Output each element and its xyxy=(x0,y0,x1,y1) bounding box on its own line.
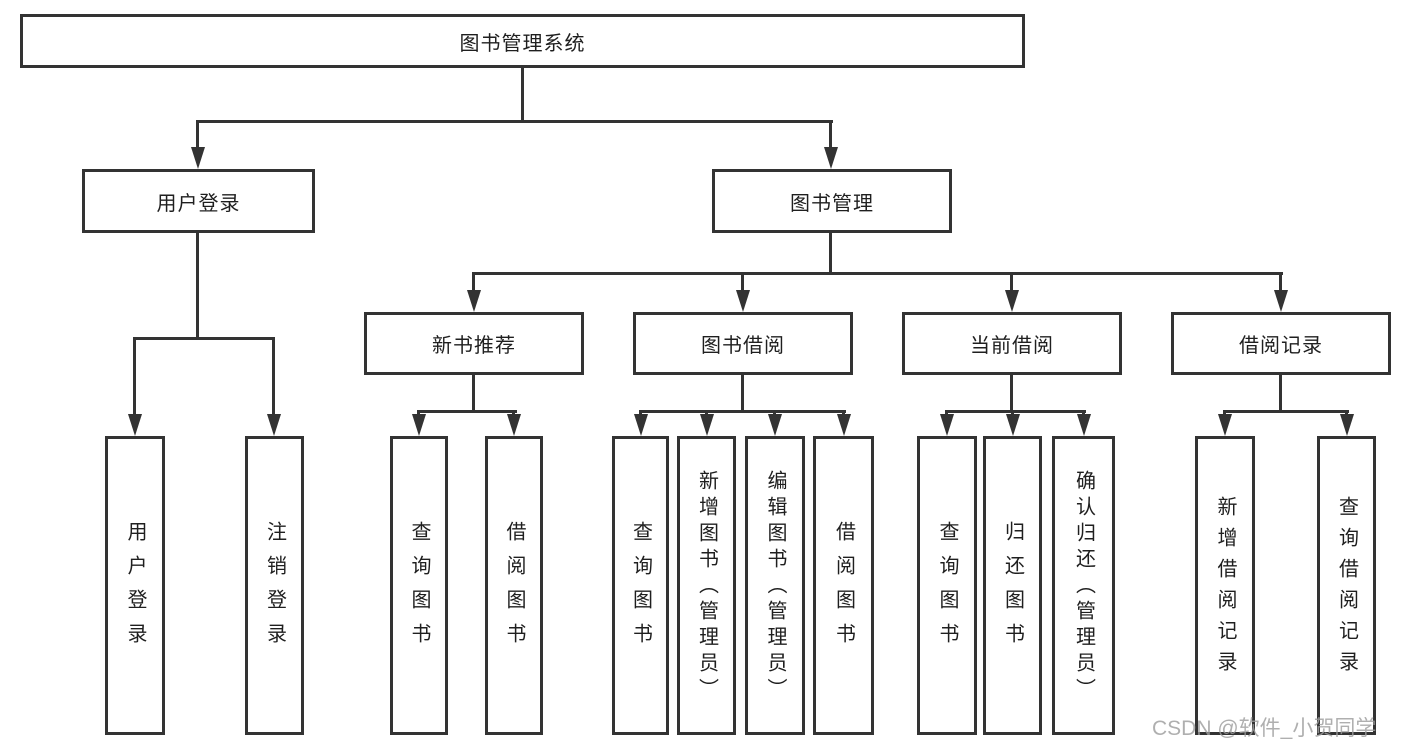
connector-drop-leaf xyxy=(1345,410,1348,416)
connector-drop-level3 xyxy=(1010,272,1013,290)
arrow-down-icon xyxy=(736,290,750,312)
arrow-down-icon xyxy=(634,414,648,436)
connector-newbooks-stem xyxy=(472,375,475,410)
leaf-edit-books-admin: 编辑图书（管理员） xyxy=(745,436,805,735)
arrow-down-icon xyxy=(1218,414,1232,436)
leaf-label: 用户登录 xyxy=(124,521,146,657)
connector-drop-leaf xyxy=(272,337,275,414)
node-book-management: 图书管理 xyxy=(712,169,952,233)
leaf-label: 注销登录 xyxy=(263,521,286,657)
leaf-add-borrow-record: 新增借阅记录 xyxy=(1195,436,1255,735)
connector-drop-leaf xyxy=(705,410,708,416)
node-current-borrow: 当前借阅 xyxy=(902,312,1122,375)
leaf-query-books-borrow: 查询图书 xyxy=(612,436,669,735)
arrow-down-icon xyxy=(1077,414,1091,436)
node-root-label: 图书管理系统 xyxy=(459,32,586,55)
connector-drop-leaf xyxy=(1011,410,1014,416)
arrow-down-icon xyxy=(768,414,782,436)
arrow-down-icon xyxy=(837,414,851,436)
leaf-borrow-books-recommend: 借阅图书 xyxy=(485,436,543,735)
node-current-borrow-label: 当前借阅 xyxy=(970,335,1054,357)
connector-borrowrecords-stem xyxy=(1279,375,1282,410)
arrow-down-icon xyxy=(700,414,714,436)
leaf-query-books-current: 查询图书 xyxy=(917,436,977,735)
node-new-book-recommend: 新书推荐 xyxy=(364,312,584,375)
leaf-add-books-admin: 新增图书（管理员） xyxy=(677,436,736,735)
arrow-down-icon xyxy=(128,414,142,436)
connector-bookborrow-stem xyxy=(741,375,744,410)
leaf-label: 查询图书 xyxy=(408,521,430,657)
leaf-confirm-return-admin: 确认归还（管理员） xyxy=(1052,436,1115,735)
arrow-down-icon xyxy=(467,290,481,312)
connector-borrowrecords-bar xyxy=(1223,410,1349,413)
connector-drop-leaf xyxy=(945,410,948,416)
connector-bookborrow-bar xyxy=(639,410,846,413)
connector-drop-leaf xyxy=(773,410,776,416)
node-user-login: 用户登录 xyxy=(82,169,315,233)
leaf-query-books-recommend: 查询图书 xyxy=(390,436,448,735)
connector-newbooks-bar xyxy=(417,410,517,413)
leaf-label: 查询借阅记录 xyxy=(1335,495,1358,682)
watermark-text: CSDN @软件_小贺同学 xyxy=(1152,717,1377,740)
connector-currentborrow-bar xyxy=(945,410,1086,413)
connector-drop-level3 xyxy=(1279,272,1282,290)
node-book-borrow: 图书借阅 xyxy=(633,312,853,375)
connector-drop-leaf xyxy=(417,410,420,416)
leaf-borrow-books: 借阅图书 xyxy=(813,436,874,735)
connector-drop-leaf xyxy=(512,410,515,416)
leaf-label: 归还图书 xyxy=(1001,521,1024,657)
node-new-book-recommend-label: 新书推荐 xyxy=(432,335,516,357)
connector-currentborrow-stem xyxy=(1010,375,1013,410)
connector-drop-book-mgmt xyxy=(829,120,832,147)
connector-drop-leaf xyxy=(1223,410,1226,416)
node-user-login-label: 用户登录 xyxy=(156,192,241,215)
arrow-down-icon xyxy=(191,147,205,169)
connector-drop-level3 xyxy=(472,272,475,290)
arrow-down-icon xyxy=(1274,290,1288,312)
connector-drop-leaf xyxy=(1082,410,1085,416)
arrow-down-icon xyxy=(1006,414,1020,436)
leaf-label: 编辑图书（管理员） xyxy=(764,470,786,704)
leaf-logout: 注销登录 xyxy=(245,436,304,735)
arrow-down-icon xyxy=(824,147,838,169)
leaf-query-borrow-record: 查询借阅记录 xyxy=(1317,436,1376,735)
leaf-label: 新增图书（管理员） xyxy=(695,470,718,704)
connector-root-stem xyxy=(521,68,524,120)
arrow-down-icon xyxy=(1340,414,1354,436)
connector-drop-user-login xyxy=(196,120,199,147)
leaf-user-login: 用户登录 xyxy=(105,436,165,735)
arrow-down-icon xyxy=(412,414,426,436)
node-borrow-records-label: 借阅记录 xyxy=(1239,335,1323,357)
leaf-label: 确认归还（管理员） xyxy=(1072,470,1095,704)
connector-userlogin-stem xyxy=(196,233,199,337)
node-borrow-records: 借阅记录 xyxy=(1171,312,1391,375)
node-root: 图书管理系统 xyxy=(20,14,1025,68)
connector-drop-leaf xyxy=(133,337,136,414)
connector-drop-leaf xyxy=(842,410,845,416)
leaf-label: 借阅图书 xyxy=(832,521,855,657)
connector-bookmgmt-bar xyxy=(472,272,1283,275)
leaf-label: 查询图书 xyxy=(629,521,652,657)
leaf-label: 查询图书 xyxy=(936,521,958,657)
arrow-down-icon xyxy=(940,414,954,436)
connector-userlogin-bar xyxy=(133,337,275,340)
arrow-down-icon xyxy=(267,414,281,436)
connector-bookmgmt-stem xyxy=(829,233,832,272)
connector-root-bar xyxy=(196,120,833,123)
node-book-management-label: 图书管理 xyxy=(790,192,874,215)
arrow-down-icon xyxy=(507,414,521,436)
connector-drop-level3 xyxy=(741,272,744,290)
connector-drop-leaf xyxy=(639,410,642,416)
leaf-return-books: 归还图书 xyxy=(983,436,1042,735)
leaf-label: 新增借阅记录 xyxy=(1214,495,1236,682)
leaf-label: 借阅图书 xyxy=(503,521,525,657)
node-book-borrow-label: 图书借阅 xyxy=(701,335,785,357)
arrow-down-icon xyxy=(1005,290,1019,312)
